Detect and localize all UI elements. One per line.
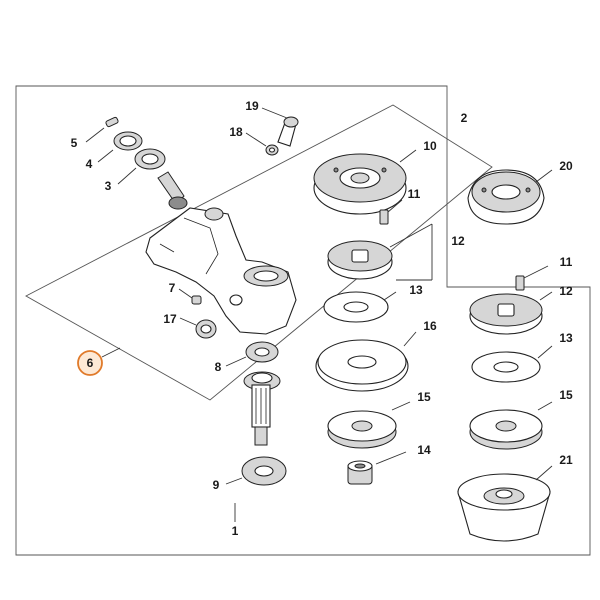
part-13-disc-lower[interactable] <box>471 345 553 383</box>
callout-5[interactable]: 5 <box>71 136 78 150</box>
part-13-disc-upper[interactable] <box>323 291 397 323</box>
callout-8[interactable]: 8 <box>215 360 222 374</box>
part-16-large-disc[interactable] <box>315 331 417 392</box>
callout-13-upper[interactable]: 13 <box>409 283 423 297</box>
bevel-gear-shaft[interactable] <box>243 371 281 446</box>
part-7-plug[interactable] <box>178 288 202 305</box>
callout-11-upper[interactable]: 11 <box>408 187 421 201</box>
assembly-frame <box>15 85 591 556</box>
callout-12-lower[interactable]: 12 <box>559 284 573 298</box>
callout-7[interactable]: 7 <box>169 281 176 295</box>
part-8-bearing[interactable] <box>225 341 279 367</box>
part-15-cup-lower[interactable] <box>469 401 553 450</box>
part-12-splined-plate-upper[interactable] <box>327 223 433 281</box>
part-19-screw[interactable] <box>261 107 299 147</box>
callout-15-lower[interactable]: 15 <box>559 388 573 402</box>
part-11-screw-lower[interactable] <box>515 265 549 291</box>
callout-14[interactable]: 14 <box>417 443 431 457</box>
part-10-thrust-plate[interactable] <box>313 149 417 215</box>
callout-4[interactable]: 4 <box>86 157 93 171</box>
part-17-bolt[interactable] <box>179 317 217 339</box>
callout-1[interactable]: 1 <box>232 524 239 538</box>
callout-20[interactable]: 20 <box>559 159 573 173</box>
part-21-protective-cup[interactable] <box>457 465 553 542</box>
gear-housing[interactable] <box>145 207 297 335</box>
part-20-thrust-plate[interactable] <box>467 169 553 225</box>
part-9-bearing[interactable] <box>225 456 287 486</box>
callout-12-upper[interactable]: 12 <box>451 234 465 248</box>
callout-15-upper[interactable]: 15 <box>417 390 431 404</box>
part-5-pin[interactable] <box>85 116 119 143</box>
callout-6-highlight[interactable]: 6 <box>77 347 121 376</box>
callout-17[interactable]: 17 <box>163 312 177 326</box>
callout-labels: 5 4 3 19 18 2 10 11 20 12 13 16 15 14 11… <box>71 99 573 538</box>
part-11-screw-upper[interactable] <box>379 199 403 225</box>
callout-21[interactable]: 21 <box>559 453 573 467</box>
callout-9[interactable]: 9 <box>213 478 220 492</box>
part-15-cup-upper[interactable] <box>327 401 411 449</box>
part-18-washer[interactable] <box>245 132 279 156</box>
callout-16[interactable]: 16 <box>423 319 437 333</box>
callout-18[interactable]: 18 <box>229 125 243 139</box>
callout-2[interactable]: 2 <box>461 111 468 125</box>
callout-3[interactable]: 3 <box>105 179 112 193</box>
part-3-bearing[interactable] <box>117 148 166 185</box>
highlight-ring <box>77 350 103 376</box>
callout-6[interactable]: 6 <box>87 356 94 370</box>
part-4-ring[interactable] <box>97 131 143 163</box>
part-14-nut[interactable] <box>347 451 407 485</box>
bevel-pinion <box>157 171 188 210</box>
part-12-splined-plate-lower[interactable] <box>469 291 553 335</box>
callout-13-lower[interactable]: 13 <box>559 331 573 345</box>
callout-19[interactable]: 19 <box>245 99 259 113</box>
callout-10[interactable]: 10 <box>423 139 437 153</box>
callout-11-lower[interactable]: 11 <box>560 255 573 269</box>
